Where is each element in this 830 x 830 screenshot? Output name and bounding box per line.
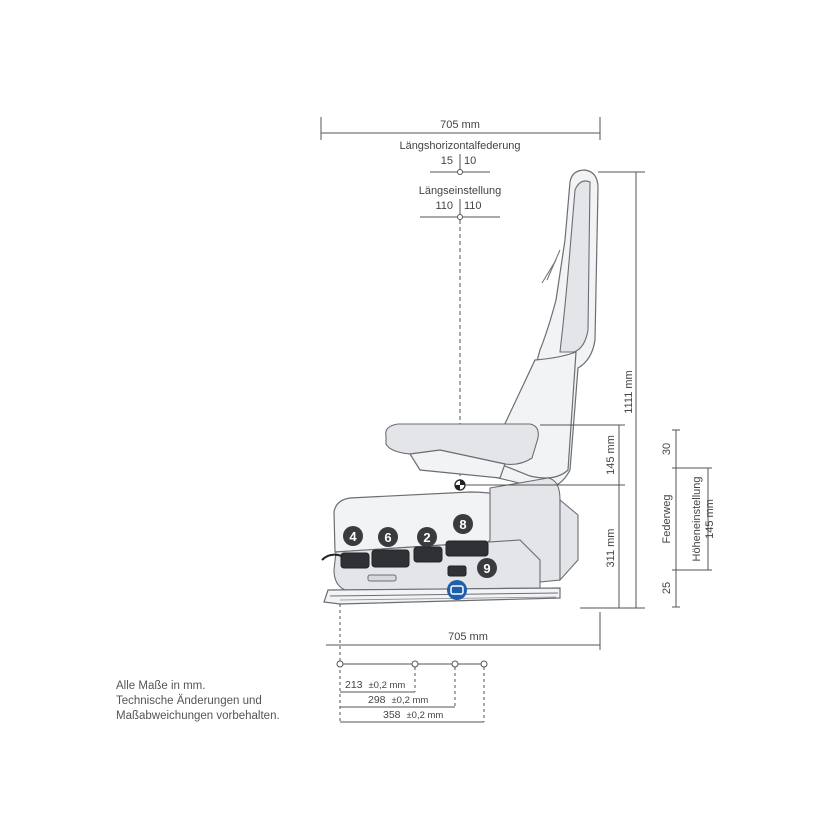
note-line-3: Maßabweichungen vorbehalten. bbox=[116, 710, 280, 722]
total-height-dimension: 1111 mm bbox=[580, 171, 645, 609]
rail-1-tolerance: ±0,2 mm bbox=[368, 680, 405, 691]
badge-4: 4 bbox=[343, 526, 363, 546]
note-line-2: Technische Änderungen und bbox=[116, 695, 262, 707]
badge-2: 2 bbox=[417, 527, 437, 547]
note-line-1: Alle Maße in mm. bbox=[116, 680, 206, 692]
bottom-width-label: 705 mm bbox=[448, 631, 488, 643]
top-width-dimension: 705 mm bbox=[320, 117, 601, 140]
top-width-label: 705 mm bbox=[440, 119, 480, 131]
svg-text:298 ±0,2 mm: 298 ±0,2 mm bbox=[368, 694, 428, 706]
federweg-dimension: 30 Federweg 25 bbox=[661, 429, 712, 608]
federweg-label: Federweg bbox=[661, 495, 673, 544]
svg-text:213 ±0,2 mm: 213 ±0,2 mm bbox=[345, 679, 405, 691]
height-adjust-dimension: Höheneinstellung 145 mm bbox=[691, 468, 716, 570]
svg-text:6: 6 bbox=[384, 530, 391, 545]
rail-3-value: 358 bbox=[383, 709, 401, 721]
badge-6: 6 bbox=[378, 527, 398, 547]
horizontal-suspension-title: Längshorizontalfederung bbox=[399, 140, 520, 152]
longitudinal-adjust-title: Längseinstellung bbox=[419, 185, 502, 197]
seat-height-dimension: 311 mm bbox=[605, 485, 620, 608]
longitudinal-adjust-dimension: Längseinstellung 110 110 bbox=[419, 185, 502, 220]
rail-1-value: 213 bbox=[345, 679, 363, 691]
disclaimer-note: Alle Maße in mm. Technische Änderungen u… bbox=[116, 679, 280, 724]
horizontal-suspension-left: 15 bbox=[441, 155, 453, 167]
svg-text:9: 9 bbox=[483, 561, 490, 576]
blue-control-icon bbox=[447, 580, 467, 600]
longitudinal-adjust-right: 110 bbox=[464, 200, 482, 212]
seat-height-label: 311 mm bbox=[605, 529, 617, 568]
height-adjust-label: Höheneinstellung bbox=[691, 476, 703, 561]
svg-text:4: 4 bbox=[349, 529, 357, 544]
badge-9: 9 bbox=[477, 558, 497, 578]
rail-2-value: 298 bbox=[368, 694, 386, 706]
federweg-bottom-label: 25 bbox=[661, 582, 673, 594]
rail-hole-dimensions: 213 ±0,2 mm 298 ±0,2 mm 358 ±0,2 mm bbox=[336, 660, 488, 723]
longitudinal-adjust-left: 110 bbox=[435, 200, 453, 212]
svg-text:358 ±0,2 mm: 358 ±0,2 mm bbox=[383, 709, 443, 721]
armrest-height-label: 145 mm bbox=[605, 435, 617, 475]
height-adjust-value: 145 mm bbox=[704, 499, 716, 539]
federweg-top-label: 30 bbox=[661, 443, 673, 455]
svg-text:2: 2 bbox=[423, 530, 430, 545]
total-height-label: 1111 mm bbox=[623, 370, 635, 413]
rail-3-tolerance: ±0,2 mm bbox=[406, 710, 443, 721]
armrest-height-dimension: 145 mm bbox=[465, 424, 625, 486]
rail-2-tolerance: ±0,2 mm bbox=[391, 695, 428, 706]
badge-8: 8 bbox=[453, 514, 473, 534]
svg-text:8: 8 bbox=[459, 517, 466, 532]
horizontal-suspension-right: 10 bbox=[464, 155, 476, 167]
horizontal-suspension-dimension: Längshorizontalfederung 15 10 bbox=[399, 140, 521, 175]
